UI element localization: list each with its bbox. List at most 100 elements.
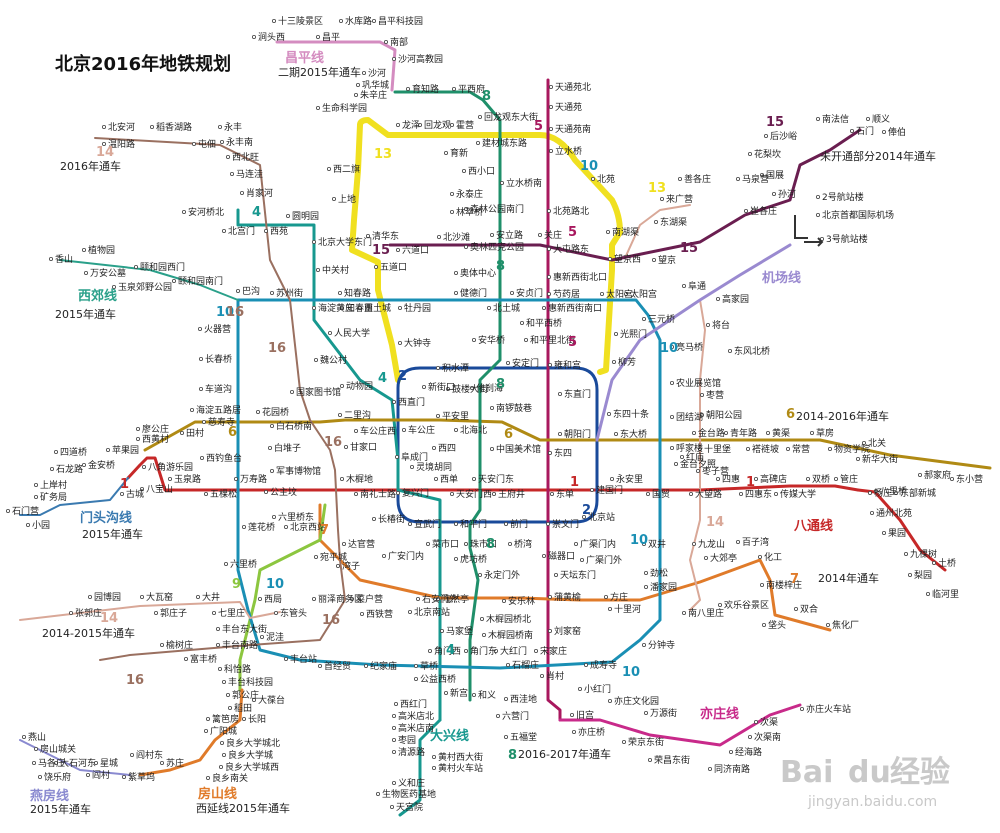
station-label: 张郭庄 — [75, 607, 102, 619]
station-dot — [21, 735, 26, 740]
station-dot — [607, 411, 612, 416]
station-label: 长阳 — [248, 713, 266, 725]
station-dot — [34, 482, 39, 487]
station-label: 饶乐府 — [44, 771, 71, 783]
station-label: 枣营 — [706, 389, 724, 401]
watermark: Bai du 经验 jingyan.baidu.com — [780, 755, 950, 810]
lbl-14b: 14 — [100, 611, 118, 626]
station-dot — [449, 209, 454, 214]
station-label: 南部 — [390, 36, 408, 48]
station-dot — [259, 635, 264, 640]
station-label: 柳芳 — [618, 356, 636, 368]
station-label: 回龙观 — [424, 119, 451, 131]
station-label: 魏公村 — [320, 354, 347, 366]
station-dot — [271, 18, 276, 23]
station-label: 二里沟 — [344, 409, 371, 421]
line14-path-east — [689, 299, 706, 611]
station-label: 长椿街 — [378, 513, 405, 525]
station-label: 南楼梓庄 — [766, 579, 802, 591]
station-label: 西洼地 — [510, 693, 537, 705]
station-dot — [477, 115, 482, 120]
station-dot — [606, 229, 611, 234]
station-label: 善各庄 — [684, 173, 711, 185]
station-label: 广渠门外 — [586, 554, 622, 566]
station-label: 角门东 — [470, 645, 497, 657]
station-label: 木樨园桥南 — [488, 629, 533, 641]
station-label: 马家堡 — [446, 625, 473, 637]
lbl-10b: 10 — [266, 577, 284, 592]
station-label: 红庙 — [686, 451, 704, 463]
opening-note: 2015年通车 — [82, 527, 143, 541]
station-dot — [689, 491, 694, 496]
station-dot — [692, 430, 697, 435]
station-label: 荣昌东街 — [654, 754, 690, 766]
station-label: 泥洼 — [266, 631, 284, 643]
station-label: 苹果园 — [112, 444, 139, 456]
station-label: 金安桥 — [88, 459, 115, 471]
station-label: 肖村 — [546, 670, 564, 682]
station-dot — [754, 720, 759, 725]
station-dot — [357, 305, 362, 310]
station-label: 紫草坞 — [128, 771, 155, 783]
station-label: 十里堡 — [704, 443, 731, 455]
station-dot — [271, 515, 276, 520]
station-label: 永丰南 — [226, 136, 253, 148]
lbl-5b: 5 — [568, 225, 577, 240]
station-label: 惠新西街南口 — [548, 302, 602, 314]
station-dot — [153, 611, 158, 616]
station-dot — [391, 738, 396, 743]
station-dot — [431, 755, 436, 760]
station-dot — [335, 564, 340, 569]
station-dot — [578, 687, 583, 692]
station-dot — [538, 232, 543, 237]
station-label: 物资学院 — [834, 443, 870, 455]
station-label: 望京 — [658, 254, 676, 266]
station-label: 安河桥北 — [188, 206, 224, 218]
station-label: 房山城关 — [40, 743, 76, 755]
station-label: 天坛东门 — [560, 569, 596, 581]
line14-path-north — [624, 204, 691, 259]
station-label: 宋家庄 — [540, 645, 567, 657]
station-label: 广阳城 — [210, 725, 237, 737]
station-dot — [481, 633, 486, 638]
station-dot — [205, 776, 210, 781]
station-dot — [383, 40, 388, 45]
station-dot — [748, 151, 753, 156]
mentougou-path — [19, 477, 129, 516]
station-label: 西红门 — [400, 698, 427, 710]
yanfang-path — [19, 739, 131, 776]
station-dot — [546, 522, 551, 527]
station-dot — [311, 305, 316, 310]
station-dot — [315, 106, 320, 111]
station-label: 国家图书馆 — [296, 386, 341, 398]
station-dot — [642, 542, 647, 547]
station-dot — [69, 611, 74, 616]
station-dot — [102, 141, 107, 146]
station-label: 万源街 — [650, 707, 677, 719]
lbl-5: 5 — [534, 119, 543, 134]
lbl-10: 10 — [216, 305, 234, 320]
station-label: 通州北苑 — [876, 507, 912, 519]
station-dot — [120, 491, 125, 496]
opening-note: 2015年通车 — [55, 307, 116, 321]
station-dot — [501, 599, 506, 604]
station-dot — [217, 125, 222, 130]
station-dot — [882, 531, 887, 536]
station-label: 宛平城 — [320, 551, 347, 563]
daxing-name: 大兴线 — [430, 728, 469, 744]
station-label: 石榴庄 — [512, 659, 539, 671]
station-dot — [558, 391, 563, 396]
station-dot — [574, 542, 579, 547]
station-dot — [395, 490, 400, 495]
station-label: 大郊亭 — [710, 552, 737, 564]
station-dot — [341, 542, 346, 547]
station-label: 太阳宫 — [606, 288, 633, 300]
station-label: 天安门西 — [456, 488, 492, 500]
station-label: 稻田 — [234, 703, 252, 714]
station-dot — [413, 677, 418, 682]
station-dot — [453, 557, 458, 562]
station-label: 天通苑 — [555, 101, 582, 113]
station-dot — [670, 380, 675, 385]
watermark-url: jingyan.baidu.com — [807, 794, 937, 810]
station-dot — [908, 573, 913, 578]
